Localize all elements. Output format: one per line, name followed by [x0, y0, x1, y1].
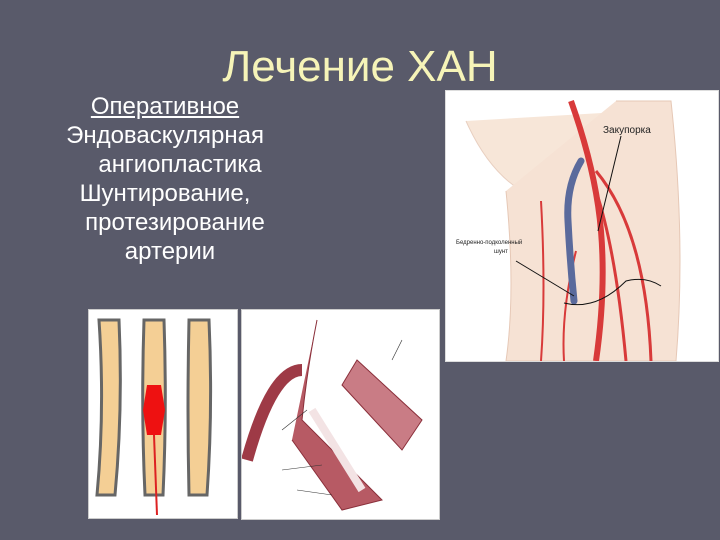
body-line: артерии	[124, 238, 216, 265]
angioplasty-illustration	[88, 309, 238, 519]
svg-text:Закупорка: Закупорка	[603, 125, 651, 136]
leg-bypass-illustration: Закупорка Бедренно-подколенный шунт	[445, 90, 719, 362]
svg-text:Бедренно-подколенный: Бедренно-подколенный	[456, 239, 522, 246]
stent-illustration	[241, 309, 440, 520]
svg-text:шунт: шунт	[494, 249, 508, 255]
body-line: Эндоваскулярная	[66, 122, 264, 149]
slide-title: Лечение ХАН	[222, 42, 498, 91]
body-line: ангиопластика	[98, 151, 262, 178]
slide-body: Оперативное Эндоваскулярная ангиопластик…	[30, 92, 300, 266]
body-heading: Оперативное	[90, 93, 240, 120]
body-line: Шунтирование,	[79, 180, 251, 207]
body-line: протезирование	[85, 209, 265, 236]
